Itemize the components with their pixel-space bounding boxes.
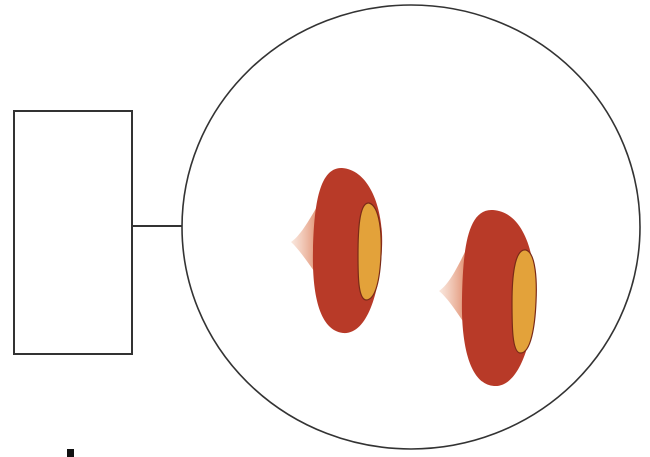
label-box[interactable] [13, 110, 133, 355]
structure-2-core [511, 249, 537, 354]
cropped-mark [67, 449, 74, 457]
chromatid-structure-2 [439, 209, 537, 387]
chromatid-structure-1 [291, 167, 383, 334]
structure-1-core [357, 202, 382, 301]
cell-outline [181, 4, 641, 450]
